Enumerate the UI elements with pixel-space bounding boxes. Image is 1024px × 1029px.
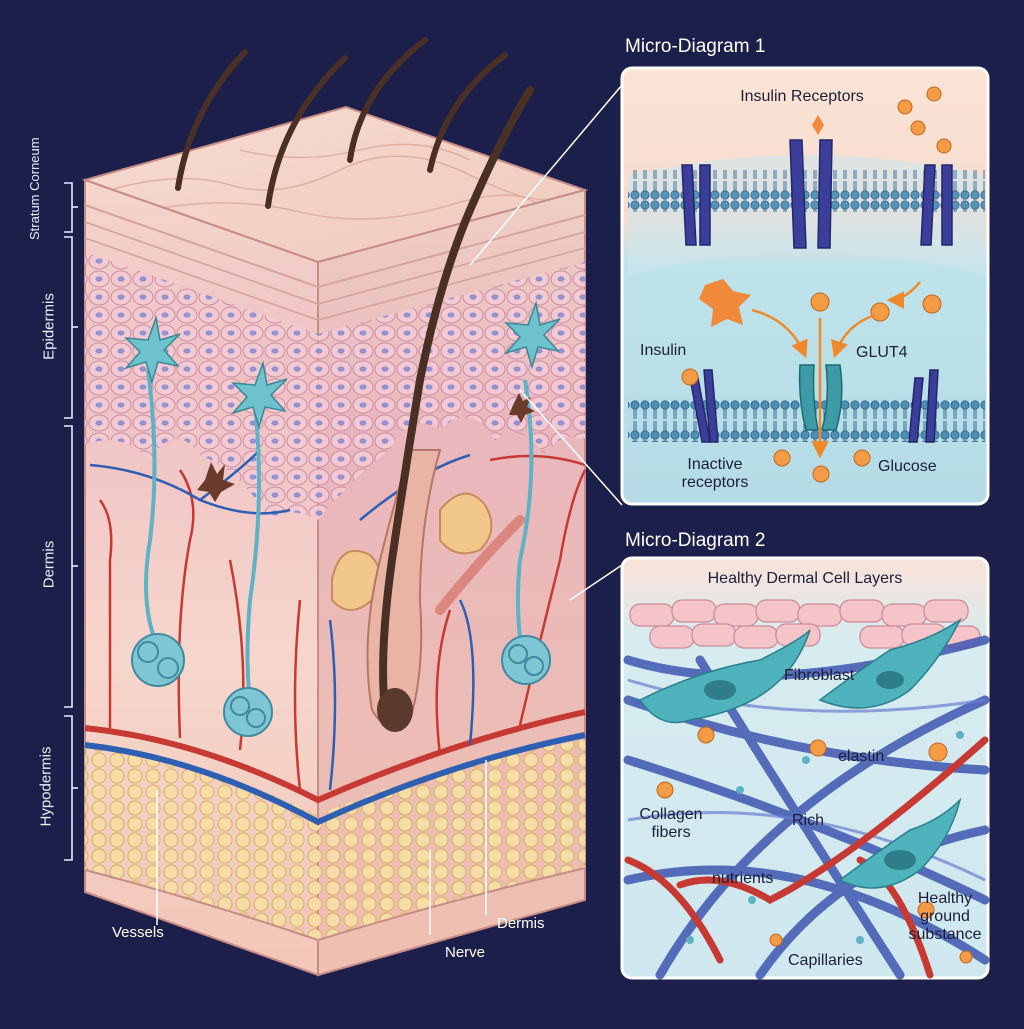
micro-diagram-2-panel <box>620 556 990 980</box>
arrector-muscle <box>435 515 525 615</box>
skin-block <box>81 37 589 977</box>
label-insulin-receptors: Insulin Receptors <box>740 88 864 105</box>
label-rich: Rich <box>792 812 825 829</box>
connector-lines <box>469 84 623 601</box>
glucose-dots-bottom <box>773 449 871 483</box>
label-inactive-receptors: Inactive receptors <box>681 456 749 491</box>
label-capillaries: Capillaries <box>788 952 863 969</box>
label-healthy-dermal-cell-layers: Healthy Dermal Cell Layers <box>707 570 903 587</box>
glucose-dots-top <box>810 86 952 322</box>
hair-bulb <box>377 688 413 732</box>
label-collagen-fibers: Collagen fibers <box>639 806 703 841</box>
label-insulin: Insulin <box>640 342 687 359</box>
label-nutrients: nutrients <box>712 870 774 887</box>
label-fibroblast: Fibroblast <box>784 667 855 684</box>
label-hypodermis: Hypodermis <box>37 746 55 827</box>
label-dermis: Dermis <box>40 540 58 589</box>
label-nerve: Nerve <box>445 944 486 961</box>
label-dermis-bottom: Dermis <box>497 915 545 932</box>
micro-diagram-1-heading: Micro-Diagram 1 <box>625 36 766 57</box>
nerve-fibers <box>144 369 534 701</box>
label-glut4: GLUT4 <box>856 344 908 361</box>
layer-brackets <box>64 182 78 861</box>
sweat-glands <box>131 633 551 737</box>
sebaceous-glands <box>331 492 493 611</box>
insulin-molecule <box>699 279 751 327</box>
nutrient-dots <box>656 726 973 964</box>
label-healthy-ground-substance: Healthy ground substance <box>908 890 982 943</box>
label-elastin: elastin <box>838 748 885 765</box>
insulin-molecule-top <box>812 115 824 135</box>
label-glucose: Glucose <box>878 458 937 475</box>
dendritic-cells <box>123 300 561 430</box>
ground-dots <box>686 731 964 944</box>
vein-main <box>84 732 586 826</box>
hypodermis-fat-side <box>318 740 585 940</box>
micro-diagram-1-panel <box>620 66 990 506</box>
label-stratum-corneum: Stratum Corneum <box>27 137 42 240</box>
fibroblasts <box>638 617 962 889</box>
surface-hairs <box>175 37 508 209</box>
fibroblast-nuclei <box>704 671 916 870</box>
micro-diagram-2-heading: Micro-Diagram 2 <box>625 530 766 551</box>
hair-shaft-main <box>379 86 534 724</box>
label-epidermis: Epidermis <box>40 293 58 360</box>
label-vessels: Vessels <box>112 924 164 941</box>
arrows <box>751 281 921 459</box>
artery-main <box>84 709 586 804</box>
insulin-receptors-top <box>681 139 953 249</box>
